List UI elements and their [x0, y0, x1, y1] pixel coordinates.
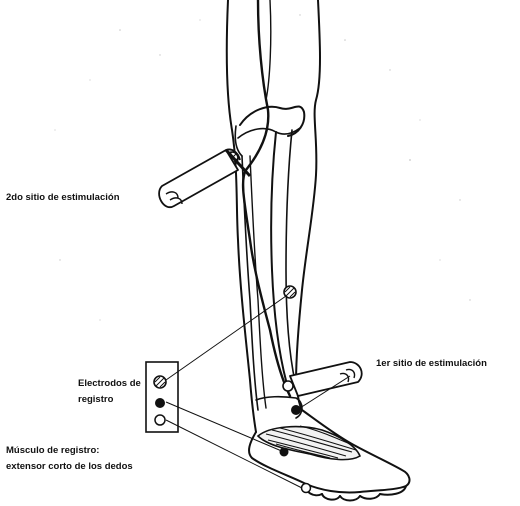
label-recording-electrodes-line1: Electrodos de — [78, 376, 141, 392]
label-recording-muscle-line1: Músculo de registro: — [6, 443, 99, 459]
recording-electrodes-box — [146, 362, 178, 432]
label-second-stimulation-site: 2do sitio de estimulación — [6, 190, 120, 206]
connection-lines — [166, 296, 350, 488]
toe-electrode — [302, 484, 311, 493]
label-recording-electrodes-line2: registro — [78, 392, 113, 408]
background-speckle — [54, 14, 470, 320]
leg-internal-structures — [235, 0, 304, 418]
label-first-stimulation-site: 1er sitio de estimulación — [376, 356, 487, 372]
label-recording-muscle-line2: extensor corto de los dedos — [6, 459, 133, 475]
extensor-digitorum-brevis-muscle — [258, 426, 360, 460]
leg-outline — [227, 0, 320, 432]
